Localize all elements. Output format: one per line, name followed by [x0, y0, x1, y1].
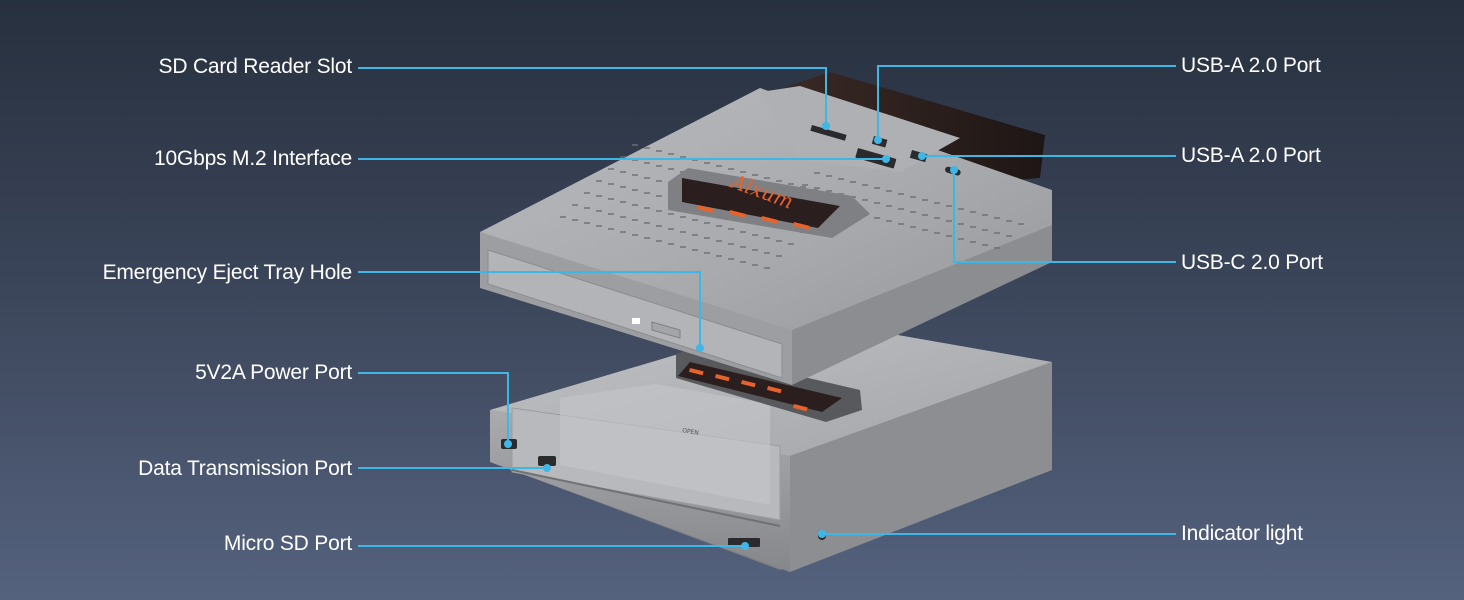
- label-m2-interface: 10Gbps M.2 Interface: [154, 147, 352, 170]
- dock-unit: OPEN: [490, 318, 1052, 572]
- leader-dots: [504, 122, 958, 550]
- label-usb-a-port-1: USB-A 2.0 Port: [1181, 54, 1321, 77]
- brand-plate: Alxum: [668, 168, 870, 238]
- label-emergency-eject: Emergency Eject Tray Hole: [102, 261, 353, 284]
- leader-usba-1: [877, 65, 1176, 140]
- leader-power: [358, 372, 509, 444]
- label-data-transmission-port: Data Transmission Port: [138, 457, 352, 480]
- dock-accent-bar: [676, 350, 862, 422]
- drive-led-icon: [632, 318, 640, 324]
- sd-slot-icon: [810, 125, 847, 141]
- vent-grille: [560, 144, 1024, 269]
- data-port-icon: [538, 456, 556, 466]
- label-usb-c-port: USB-C 2.0 Port: [1181, 251, 1323, 274]
- label-micro-sd-port: Micro SD Port: [223, 532, 352, 555]
- leader-usbc: [953, 170, 1176, 263]
- label-power-port: 5V2A Power Port: [195, 361, 352, 384]
- drive-unit: [480, 72, 1052, 385]
- leader-eject: [358, 271, 701, 348]
- label-sd-card-reader-slot: SD Card Reader Slot: [158, 55, 353, 78]
- label-usb-a-port-2: USB-A 2.0 Port: [1181, 144, 1321, 167]
- leader-lines: [358, 65, 1176, 547]
- svg-text:OPEN: OPEN: [682, 427, 700, 437]
- leader-sd-card: [358, 67, 827, 126]
- label-indicator-light: Indicator light: [1181, 522, 1303, 545]
